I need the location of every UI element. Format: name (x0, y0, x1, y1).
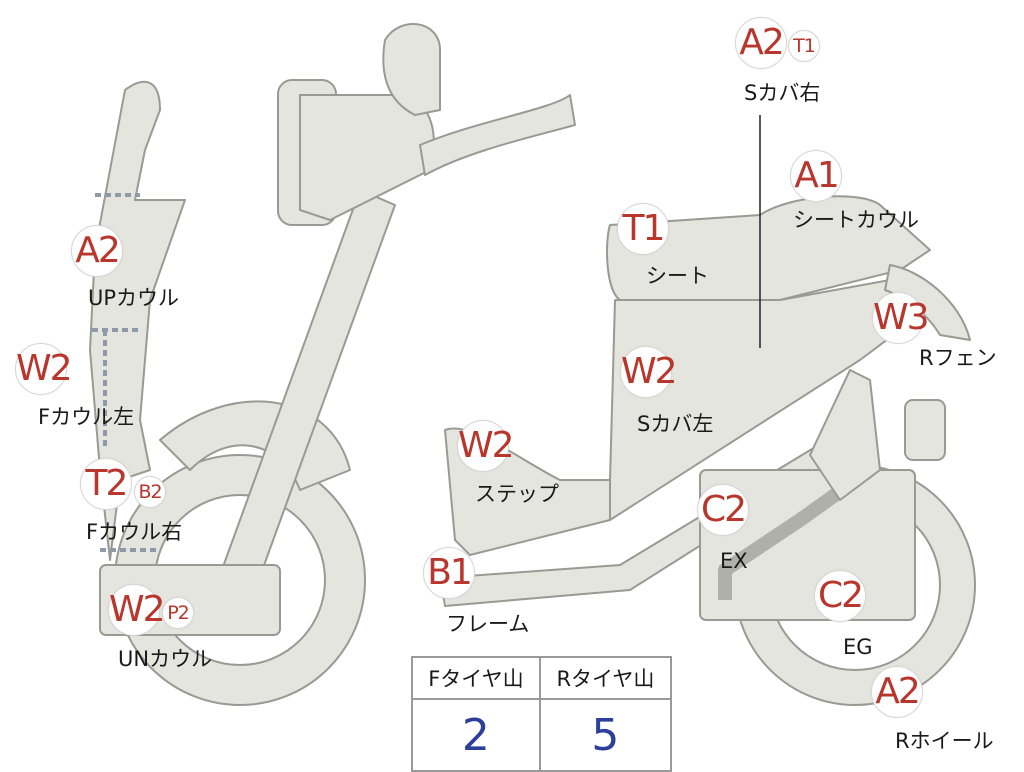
badge-under-cowl-w2: W2 (108, 584, 166, 636)
label-frame: フレーム (446, 612, 530, 636)
cowl-guides (92, 193, 160, 552)
tire-tread-value-row: 2 5 (411, 698, 673, 772)
mirror (382, 23, 441, 116)
label-front-cowl-right: Fカウル右 (86, 520, 183, 544)
tire-tread-table: Fタイヤ山 Rタイヤ山 2 5 (411, 656, 673, 772)
tire-tread-header-row: Fタイヤ山 Rタイヤ山 (411, 656, 673, 700)
label-rear-fender: Rフェン (919, 346, 997, 370)
badge-rear-wheel-a2: A2 (871, 666, 923, 718)
rear-tire-value: 5 (538, 698, 673, 772)
badge-seat-cover-right-t1: T1 (788, 30, 820, 62)
badge-front-cowl-left-w2: W2 (15, 343, 73, 395)
rear-suspension (904, 399, 946, 461)
label-exhaust: EX (720, 549, 748, 573)
label-under-cowl: UNカウル (118, 647, 213, 671)
label-rear-wheel: Rホイール (895, 729, 994, 753)
label-upper-cowl: UPカウル (88, 286, 180, 310)
badge-under-cowl-p2: P2 (162, 597, 194, 629)
label-side-cover-left: Sカバ左 (637, 412, 714, 436)
badge-step-w2: W2 (457, 420, 515, 472)
front-tire-header: Fタイヤ山 (411, 656, 541, 700)
rear-shock (809, 369, 881, 501)
seat-shape (606, 195, 931, 301)
label-step: ステップ (475, 482, 559, 506)
badge-rear-fender-w3: W3 (872, 292, 930, 344)
badge-side-cover-left-w2: W2 (620, 346, 678, 398)
badge-frame-b1: B1 (423, 547, 475, 599)
exhaust-pipe (718, 464, 875, 600)
badge-front-cowl-right-b2: B2 (134, 476, 166, 508)
label-seat: シート (646, 264, 709, 288)
badge-seat-t1: T1 (617, 203, 669, 255)
handlebar (419, 94, 576, 176)
badge-engine-c2: C2 (814, 570, 866, 622)
scooter-body (89, 23, 976, 706)
badge-upper-cowl-a2: A2 (71, 225, 123, 277)
rear-tire-header: Rタイヤ山 (538, 656, 673, 700)
badge-seat-cowl-a1: A1 (790, 150, 842, 202)
badge-seat-cover-right-a2: A2 (735, 17, 787, 69)
label-seat-cowl: シートカウル (793, 208, 919, 232)
front-tire-value: 2 (411, 698, 541, 772)
front-cowl (89, 80, 186, 561)
badge-front-cowl-right-t2: T2 (80, 458, 132, 510)
label-seat-cover-right: Sカバ右 (744, 81, 821, 105)
label-engine: EG (843, 635, 873, 659)
label-front-cowl-left: Fカウル左 (38, 405, 135, 429)
badge-exhaust-c2: C2 (697, 484, 749, 536)
